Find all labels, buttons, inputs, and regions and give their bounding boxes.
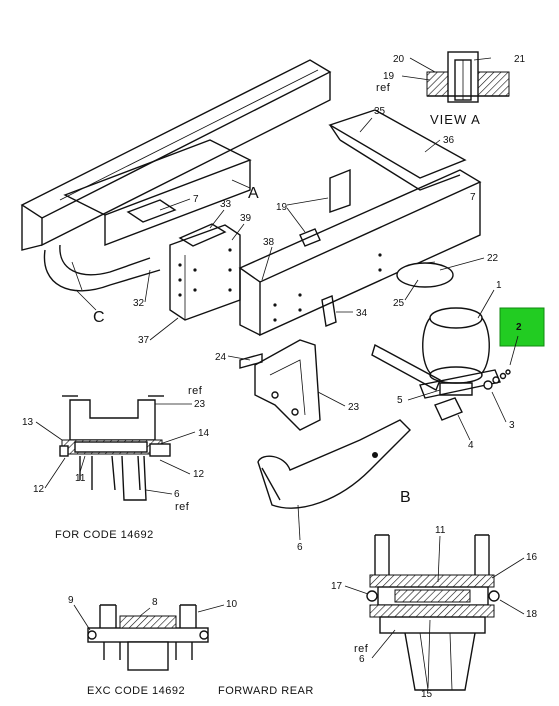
callout-24: 24 [215, 352, 227, 363]
trailing-arm [257, 419, 411, 509]
callout-39: 39 [240, 213, 252, 224]
caption-exc-code: EXC CODE 14692 [87, 685, 185, 697]
callout-14: 14 [198, 428, 210, 439]
callout-33: 33 [220, 199, 232, 210]
callout-8: 8 [152, 597, 158, 608]
callout-7-left: 7 [193, 194, 199, 205]
callout-10: 10 [226, 599, 238, 610]
callout-6-detail: 6 [174, 489, 180, 500]
callout-11-right: 11 [435, 525, 446, 536]
ref-label-top: ref [188, 385, 203, 397]
frame-rails [20, 59, 482, 337]
callout-3: 3 [509, 420, 515, 431]
view-a-title: VIEW A [430, 112, 481, 127]
callout-23-detail: 23 [194, 399, 206, 410]
detail-for-code-leaders [35, 403, 196, 495]
detail-exc-code [87, 604, 209, 671]
detail-exc-leaders [73, 604, 225, 631]
leader-lines [75, 117, 507, 541]
callout-23: 23 [348, 402, 360, 413]
callout-20: 20 [393, 54, 405, 65]
callout-12-right: 12 [193, 469, 205, 480]
caption-for-code: FOR CODE 14692 [55, 529, 154, 541]
torque-arm [371, 343, 511, 421]
callout-a: A [248, 185, 259, 202]
callout-7-right: 7 [470, 192, 476, 203]
callout-21: 21 [514, 54, 526, 65]
detail-for-code [59, 395, 171, 501]
air-spring [396, 261, 490, 396]
callout-16: 16 [526, 552, 538, 563]
callout-6-right: 6 [359, 654, 365, 665]
callout-19: 19 [276, 202, 288, 213]
ref-label-view-a: ref [376, 82, 391, 94]
callout-36: 36 [443, 135, 455, 146]
callout-12-left: 12 [33, 484, 45, 495]
callout-15: 15 [421, 689, 433, 700]
callout-18: 18 [526, 609, 538, 620]
callout-1: 1 [496, 280, 502, 291]
callout-11-left: 11 [75, 473, 86, 484]
callout-2: 2 [516, 322, 522, 333]
callout-32: 32 [133, 298, 145, 309]
callout-34: 34 [356, 308, 368, 319]
caption-forward-rear: FORWARD REAR [218, 685, 314, 697]
ref-label-right: ref [354, 643, 369, 655]
callout-19-view-a: 19 [383, 71, 395, 82]
callout-9: 9 [68, 595, 74, 606]
callout-b: B [400, 489, 411, 506]
highlighted-callout-2[interactable]: 2 [499, 307, 545, 366]
callout-c: C [93, 309, 105, 326]
view-a-detail [401, 51, 510, 103]
detail-right-leaders [344, 535, 525, 689]
callout-4: 4 [468, 440, 474, 451]
callout-5: 5 [397, 395, 403, 406]
hanger-bracket [239, 339, 321, 431]
ref-label-bottom: ref [175, 501, 190, 513]
callout-6-main: 6 [297, 542, 303, 553]
detail-right [366, 534, 500, 691]
callout-13: 13 [22, 417, 34, 428]
callout-35: 35 [374, 106, 386, 117]
callout-37: 37 [138, 335, 150, 346]
callout-38: 38 [263, 237, 275, 248]
callout-22: 22 [487, 253, 499, 264]
callout-17: 17 [331, 581, 343, 592]
callout-25: 25 [393, 298, 405, 309]
